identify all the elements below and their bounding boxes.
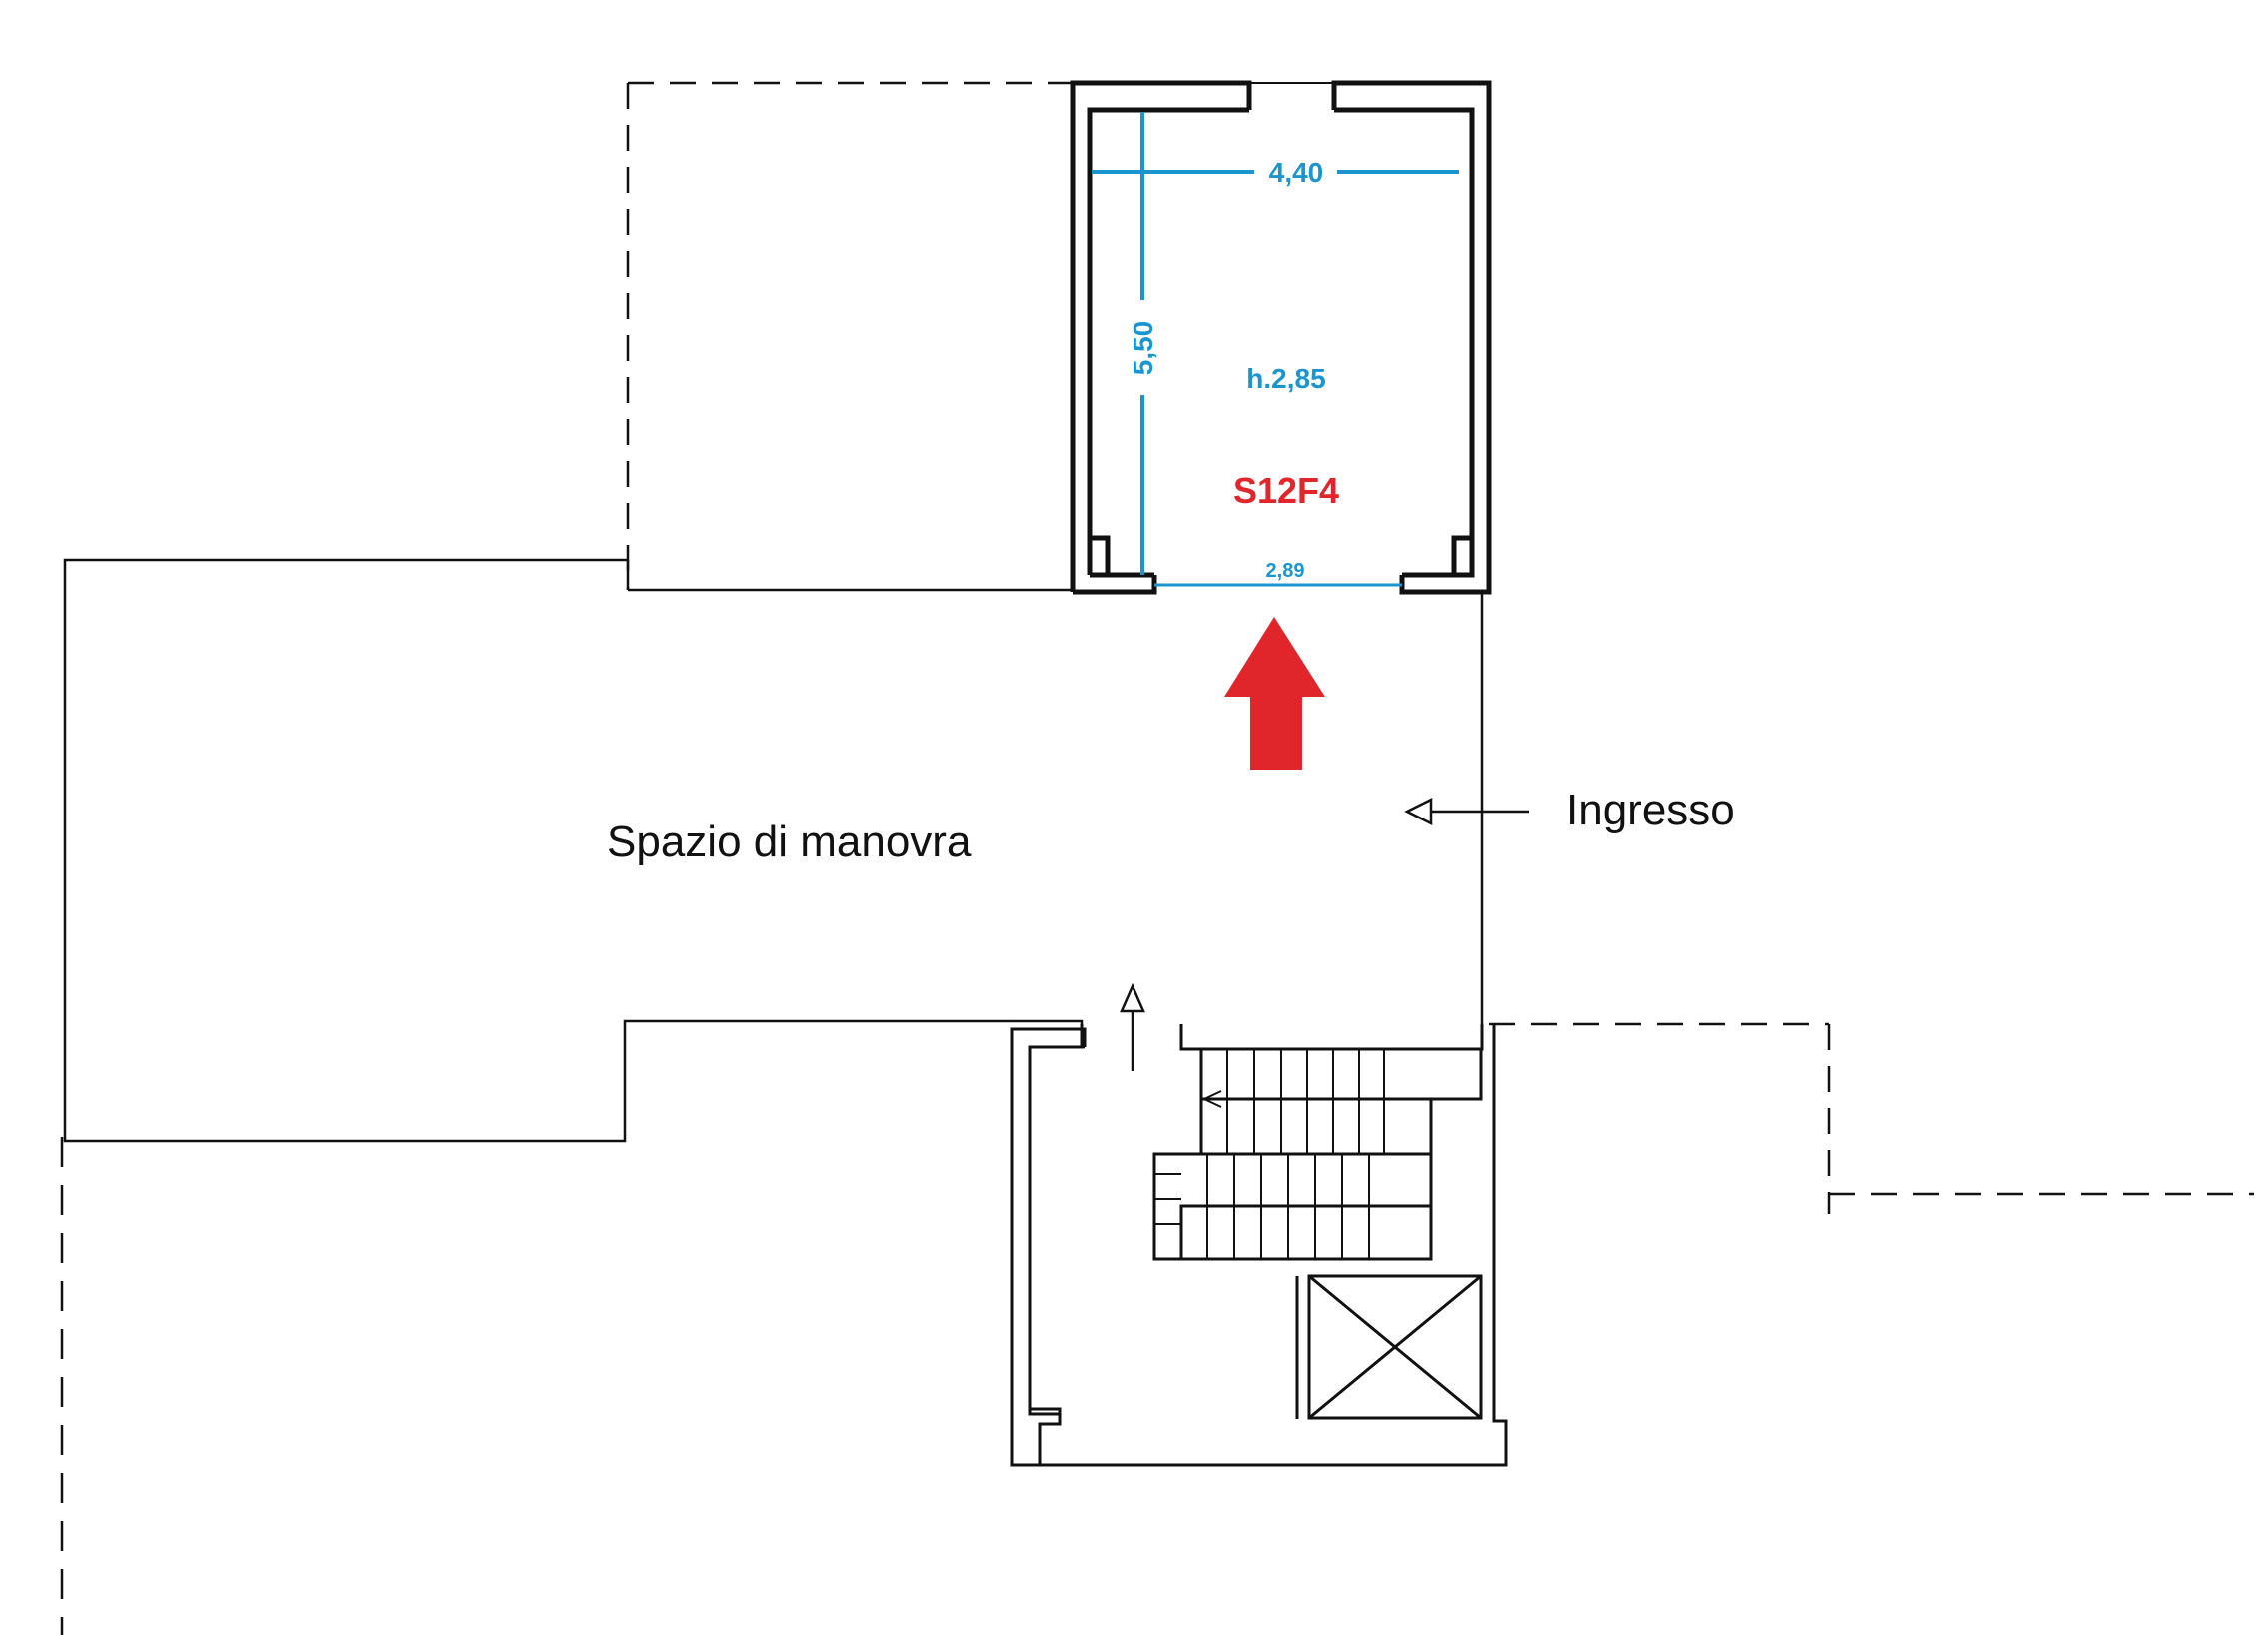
entrance-arrow-icon: [1404, 797, 1529, 826]
stair-up-arrow-icon: [1120, 982, 1145, 1071]
stairwell-block: [1010, 1024, 1508, 1467]
dashed-boundary-right: [1489, 1022, 2254, 1214]
stair-treads: [1154, 1049, 1385, 1259]
width-label: 4,40: [1269, 157, 1324, 188]
height-label: h.2,85: [1246, 363, 1325, 394]
entrance-label: Ingresso: [1566, 786, 1735, 834]
door-width-label: 2,89: [1266, 560, 1305, 582]
depth-label: 5,50: [1128, 321, 1158, 376]
maneuver-space-label: Spazio di manovra: [607, 818, 972, 866]
garage-walls: [1070, 80, 1492, 595]
dashed-boundary-top: [626, 81, 1072, 590]
unit-code-label: S12F4: [1233, 470, 1339, 511]
dimension-lines: [1092, 112, 1459, 587]
red-arrow-icon: [1224, 617, 1325, 770]
